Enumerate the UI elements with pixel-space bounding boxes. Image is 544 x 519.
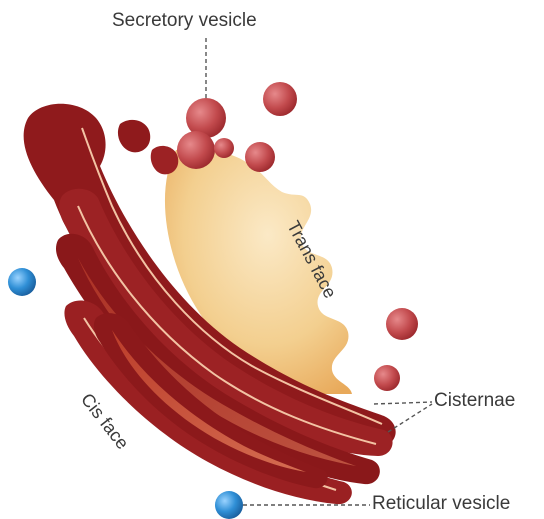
secretory-vesicle <box>177 131 215 169</box>
cisternae-label: Cisternae <box>434 391 515 410</box>
reticular-vesicle <box>8 268 36 296</box>
reticular-vesicle-label: Reticular vesicle <box>372 494 510 513</box>
secretory-vesicle-label: Secretory vesicle <box>112 11 257 30</box>
secretory-vesicle <box>245 142 275 172</box>
cisterna-cap-2 <box>151 146 179 175</box>
cisternae-leader-top <box>374 402 432 404</box>
secretory-vesicle <box>374 365 400 391</box>
cisternae-leader-bottom <box>388 404 432 432</box>
secretory-vesicle <box>214 138 234 158</box>
reticular-vesicle <box>215 491 243 519</box>
secretory-vesicle <box>386 308 418 340</box>
secretory-vesicle <box>263 82 297 116</box>
cisterna-cap <box>118 120 150 152</box>
